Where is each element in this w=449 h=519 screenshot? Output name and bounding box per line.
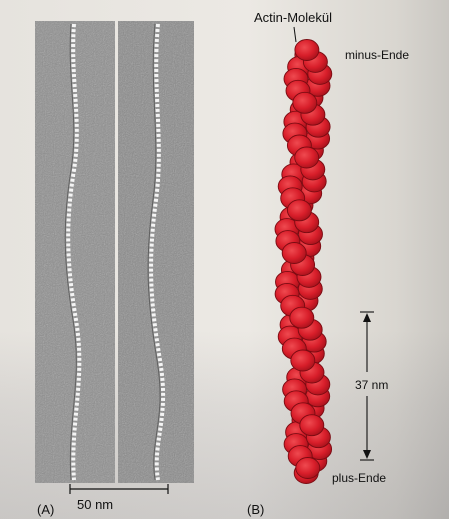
molecule-pointer-line bbox=[294, 27, 296, 42]
micrograph-left bbox=[35, 21, 115, 483]
scale-bar bbox=[70, 484, 168, 494]
micrograph-right bbox=[118, 21, 194, 483]
panel-a-label: (A) bbox=[37, 502, 54, 517]
actin-monomer-bead bbox=[295, 40, 319, 61]
actin-monomer-bead bbox=[300, 415, 324, 436]
repeat-length-label: 37 nm bbox=[355, 378, 388, 392]
actin-monomer-bead bbox=[287, 200, 311, 221]
actin-molecule-label: Actin-Molekül bbox=[254, 10, 332, 25]
plus-end-label: plus-Ende bbox=[332, 471, 386, 485]
actin-monomer-bead bbox=[295, 147, 319, 168]
actin-monomer-bead bbox=[293, 92, 317, 113]
actin-monomer-bead bbox=[282, 243, 306, 264]
actin-monomer-bead bbox=[291, 350, 315, 371]
actin-monomer-bead bbox=[290, 307, 314, 328]
minus-end-label: minus-Ende bbox=[345, 48, 409, 62]
actin-filament-model bbox=[275, 40, 332, 484]
actin-monomer-bead bbox=[296, 458, 320, 479]
panel-b-label: (B) bbox=[247, 502, 264, 517]
scale-bar-label: 50 nm bbox=[77, 497, 113, 512]
